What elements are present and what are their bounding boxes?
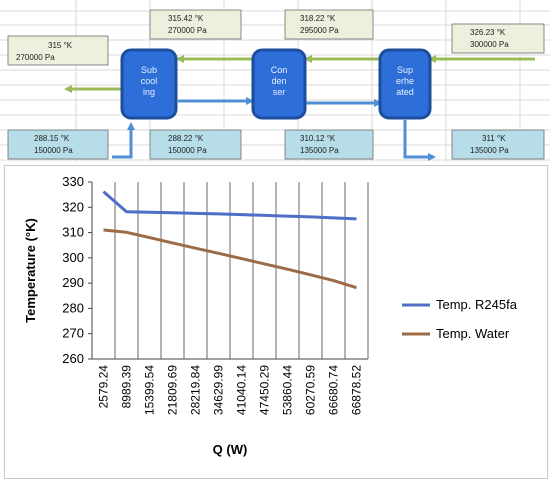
state-box-bottom-left: 288.15 °K 150000 Pa (7, 129, 109, 160)
state-top-right-temp: 326.23 °K (470, 28, 506, 37)
x-tick-label: 15399.54 (143, 365, 157, 415)
state-top-sub-pressure: 270000 Pa (168, 26, 207, 35)
x-tick-label: 60270.59 (304, 365, 318, 415)
x-tick-label: 8989.39 (120, 365, 134, 409)
state-box-top-left: 315 °K 270000 Pa (7, 35, 109, 66)
state-bottom-left-temp: 288.15 °K (34, 134, 70, 143)
state-bottom-left-pressure: 150000 Pa (34, 146, 73, 155)
unit-condenser: Con den ser (251, 48, 307, 120)
x-tick-label: 53860.44 (281, 365, 295, 415)
state-top-cond-temp: 318.22 °K (300, 14, 336, 23)
state-box-bottom-right: 311 °K 135000 Pa (451, 129, 545, 160)
refrigerant-flow (64, 55, 535, 93)
y-tick-label: 310 (62, 225, 84, 240)
state-box-top-sub: 315.42 °K 270000 Pa (149, 9, 242, 40)
unit-condenser-line-1: Con (271, 65, 288, 75)
temperature-chart: 260 270 280 290 300 310 320 330 2579.24 8989.39 15… (23, 174, 518, 457)
unit-superheated-line-1: Sup (397, 65, 413, 75)
unit-subcooling: Sub cool ing (120, 48, 178, 120)
legend-label-r245fa: Temp. R245fa (436, 297, 518, 312)
state-top-sub-temp: 315.42 °K (168, 14, 204, 23)
state-bottom-right-temp: 311 °K (482, 134, 506, 143)
state-top-right-pressure: 300000 Pa (470, 40, 509, 49)
state-box-top-cond: 318.22 °K 295000 Pa (284, 9, 374, 40)
x-axis-title: Q (W) (213, 442, 248, 457)
unit-superheated-line-3: ated (396, 87, 414, 97)
x-tick-label: 66878.52 (350, 365, 364, 415)
y-tick-label: 280 (62, 300, 84, 315)
y-tick-label: 300 (62, 250, 84, 265)
y-tick-label: 260 (62, 351, 84, 366)
state-box-top-right: 326.23 °K 300000 Pa (451, 23, 545, 54)
state-top-cond-pressure: 295000 Pa (300, 26, 339, 35)
y-tick-label: 330 (62, 174, 84, 189)
state-bottom-sub-pressure: 150000 Pa (168, 146, 207, 155)
state-bottom-sub-temp: 288.22 °K (168, 134, 204, 143)
water-arrow-outlet (403, 120, 436, 161)
unit-condenser-line-3: ser (273, 87, 286, 97)
state-bottom-cond-pressure: 135000 Pa (300, 146, 339, 155)
state-bottom-cond-temp: 310.12 °K (300, 134, 336, 143)
unit-superheated: Sup erhe ated (378, 48, 432, 120)
unit-subcooling-line-1: Sub (141, 65, 157, 75)
y-tick-label: 270 (62, 326, 84, 341)
heat-exchanger-diagram: Sub cool ing Con den ser Sup erhe ated 3… (0, 0, 550, 162)
state-bottom-right-pressure: 135000 Pa (470, 146, 509, 155)
x-tick-label: 66680.74 (327, 365, 341, 415)
x-tick-label: 47450.29 (258, 365, 272, 415)
unit-subcooling-line-3: ing (143, 87, 155, 97)
unit-condenser-line-2: den (271, 76, 286, 86)
state-top-left-pressure: 270000 Pa (16, 53, 55, 62)
chart-panel: 260 270 280 290 300 310 320 330 2579.24 8989.39 15… (4, 165, 548, 479)
x-tick-label: 34629.99 (212, 365, 226, 415)
series-line-r245fa (102, 190, 357, 221)
state-top-left-temp: 315 °K (48, 41, 73, 50)
x-tick-label: 2579.24 (97, 365, 111, 409)
unit-subcooling-line-2: cool (141, 76, 158, 86)
unit-superheated-line-2: erhe (396, 76, 414, 86)
x-tick-label: 21809.69 (166, 365, 180, 415)
series-line-water (103, 228, 357, 290)
water-arrow-inlet (112, 122, 135, 159)
y-tick-label: 290 (62, 275, 84, 290)
x-tick-label: 41040.14 (235, 365, 249, 415)
water-flow (112, 97, 436, 161)
state-box-bottom-sub: 288.22 °K 150000 Pa (149, 129, 242, 160)
state-box-bottom-cond: 310.12 °K 135000 Pa (284, 129, 374, 160)
y-tick-label: 320 (62, 199, 84, 214)
legend-label-water: Temp. Water (436, 326, 510, 341)
y-axis-title: Temperature (°K) (23, 218, 38, 323)
x-tick-label: 28219.84 (189, 365, 203, 415)
